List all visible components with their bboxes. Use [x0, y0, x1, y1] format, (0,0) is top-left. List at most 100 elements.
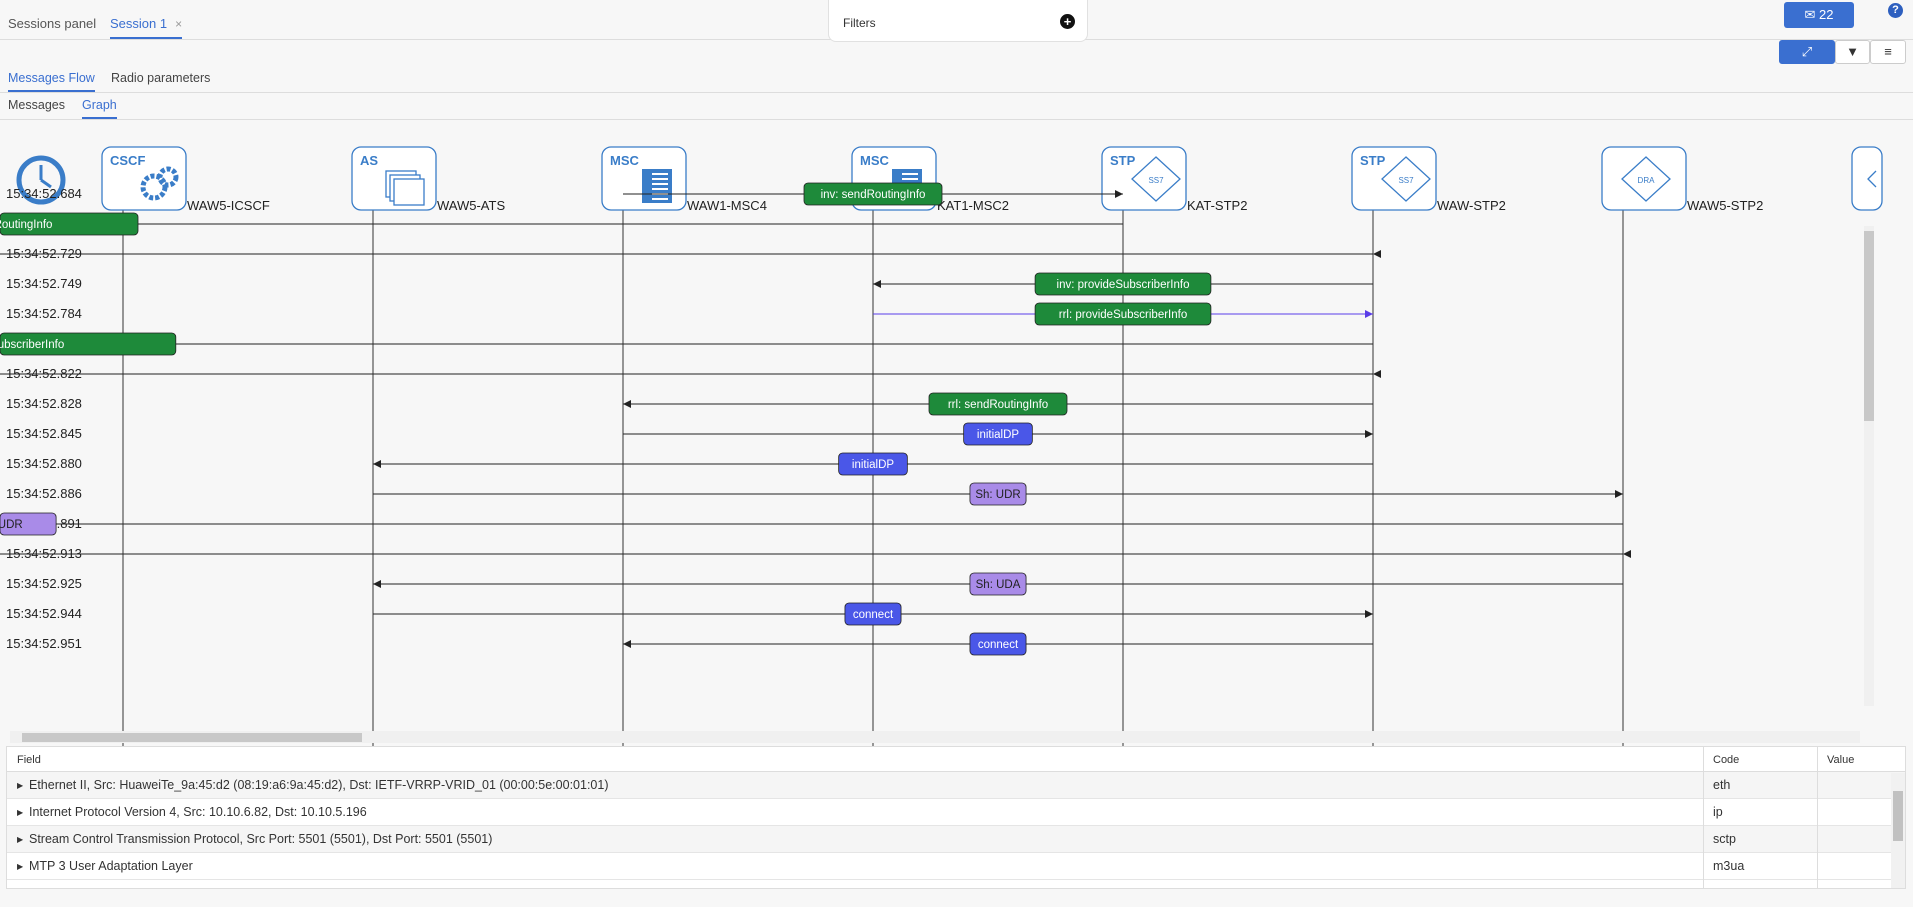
message-label[interactable]: inv: sendRoutingInfo [0, 219, 52, 231]
tab-radio-parameters[interactable]: Radio parameters [111, 71, 211, 85]
node-name-label: WAW5-STP2 [1687, 198, 1763, 213]
node-type-label: STP [1360, 153, 1386, 168]
message-label-box[interactable] [844, 602, 902, 626]
row-field: Stream Control Transmission Protocol, Sr… [29, 832, 493, 846]
column-divider [1817, 747, 1818, 888]
message-label[interactable]: connect [978, 639, 1019, 651]
close-icon[interactable]: × [175, 17, 183, 31]
filter-button[interactable]: ▼ [1835, 40, 1870, 64]
table-scrollbar[interactable] [1891, 773, 1905, 888]
expand-arrow-icon[interactable]: ▶ [17, 835, 24, 844]
message-label[interactable]: connect [853, 609, 894, 621]
help-icon[interactable]: ? [1888, 3, 1903, 18]
timestamp: 15:34:52.684 [6, 186, 82, 201]
svg-text:SS7: SS7 [1398, 176, 1414, 185]
message-label[interactable]: inv: provideSubscriberInfo [1057, 279, 1190, 291]
expand-arrow-icon[interactable]: ▶ [17, 781, 24, 790]
message-label-box[interactable] [803, 182, 943, 206]
node-box[interactable] [1851, 146, 1883, 211]
packet-details-table: Field Code Value ▶ Ethernet II, Src: Huaw… [6, 746, 1906, 889]
message-label-box[interactable] [969, 482, 1027, 506]
dra-icon: DRA [1621, 156, 1671, 202]
node-type-label: AS [360, 153, 378, 168]
timestamp: 15:34:52.828 [6, 396, 82, 411]
header-code[interactable]: Code [1713, 754, 1740, 766]
message-label-box[interactable] [928, 392, 1068, 416]
tab-session-1[interactable]: Session 1× [110, 16, 183, 39]
message-label-box[interactable] [969, 632, 1027, 656]
filters-label: Filters [843, 16, 876, 30]
message-label-box[interactable] [1034, 302, 1212, 326]
message-label-box[interactable] [1034, 272, 1212, 296]
arrowhead [1365, 430, 1373, 438]
message-label-box[interactable] [0, 212, 139, 236]
filters-panel[interactable]: Filters + [828, 0, 1088, 42]
graph-horizontal-scrollbar[interactable] [10, 731, 1860, 743]
table-row[interactable]: ▶Internet Protocol Version 4, Src: 10.10… [7, 799, 1905, 826]
timestamp: 15:34:52.951 [6, 636, 82, 651]
table-row[interactable]: ▶ Ethernet II, Src: HuaweiTe_9a:45:d2 (08… [7, 772, 1905, 799]
message-label[interactable]: rrl: provideSubscriberInfo [0, 339, 64, 351]
table-row[interactable]: ▶ Stream Control Transmission Protocol, S… [7, 826, 1905, 853]
tab-messages[interactable]: Messages [8, 98, 65, 112]
scrollbar-thumb[interactable] [22, 733, 362, 742]
message-label-box[interactable] [838, 452, 908, 476]
servers-icon [385, 170, 425, 206]
arrowhead [1365, 310, 1373, 318]
timestamp: 15:34:52.925 [6, 576, 82, 591]
arrowhead [1623, 550, 1631, 558]
column-divider [1703, 747, 1704, 888]
node-waw5-stp2[interactable]: DRA WAW5-STP2 [1601, 146, 1763, 213]
message-label[interactable]: inv: sendRoutingInfo [821, 189, 926, 201]
message-label[interactable]: rrl: sendRoutingInfo [948, 399, 1048, 411]
arrowhead [1615, 490, 1623, 498]
gears-icon [140, 166, 179, 201]
header-value[interactable]: Value [1827, 754, 1855, 766]
scrollbar-thumb[interactable] [1864, 231, 1874, 421]
message-label[interactable]: initialDP [852, 459, 895, 471]
arrowhead [1365, 610, 1373, 618]
row-field: Ethernet II, Src: HuaweiTe_9a:45:d2 (08:… [29, 778, 609, 792]
timestamp: 15:34:52.944 [6, 606, 82, 621]
arrowhead [623, 400, 631, 408]
node-partial[interactable] [1851, 146, 1883, 211]
header-field[interactable]: Field [17, 754, 41, 766]
clock-icon [16, 155, 66, 205]
expand-arrow-icon[interactable]: ▶ [17, 808, 24, 817]
message-label-box[interactable] [0, 332, 177, 356]
messages-count-button[interactable]: ✉ 22 [1784, 2, 1854, 28]
timestamp: 15:34:52.784 [6, 306, 82, 321]
scrollbar-thumb[interactable] [1893, 791, 1903, 841]
message-label-box[interactable] [969, 572, 1027, 596]
graph-vertical-scrollbar[interactable] [1864, 226, 1874, 706]
node-type-label: MSC [610, 153, 640, 168]
node-waw5-ats[interactable]: AS WAW5-ATS [351, 146, 505, 213]
node-name-label: WAW5-ATS [437, 198, 505, 213]
message-label[interactable]: rrl: provideSubscriberInfo [1059, 309, 1187, 321]
list-button[interactable]: ≡ [1870, 40, 1906, 64]
message-label[interactable]: Sh: UDR [0, 519, 23, 531]
add-filter-icon[interactable]: + [1060, 14, 1075, 29]
expand-button[interactable]: ⤢ [1779, 40, 1835, 64]
tab-sessions-panel[interactable]: Sessions panel [8, 16, 97, 31]
tab-messages-flow[interactable]: Messages Flow [8, 71, 95, 92]
node-name-label: KAT-STP2 [1187, 198, 1247, 213]
timestamp: 15:34:52.749 [6, 276, 82, 291]
message-label-box[interactable] [0, 512, 57, 536]
message-label-box[interactable] [963, 422, 1033, 446]
expand-arrow-icon[interactable]: ▶ [17, 862, 24, 871]
message-label[interactable]: initialDP [977, 429, 1020, 441]
message-label[interactable]: Sh: UDR [975, 489, 1020, 501]
message-label[interactable]: Sh: UDA [976, 579, 1021, 591]
tab-graph[interactable]: Graph [82, 98, 117, 119]
arrowhead [873, 280, 881, 288]
timestamp: 15:34:52.845 [6, 426, 82, 441]
table-header: Field Code Value [7, 747, 1905, 772]
envelope-icon: ✉ [1804, 7, 1816, 22]
